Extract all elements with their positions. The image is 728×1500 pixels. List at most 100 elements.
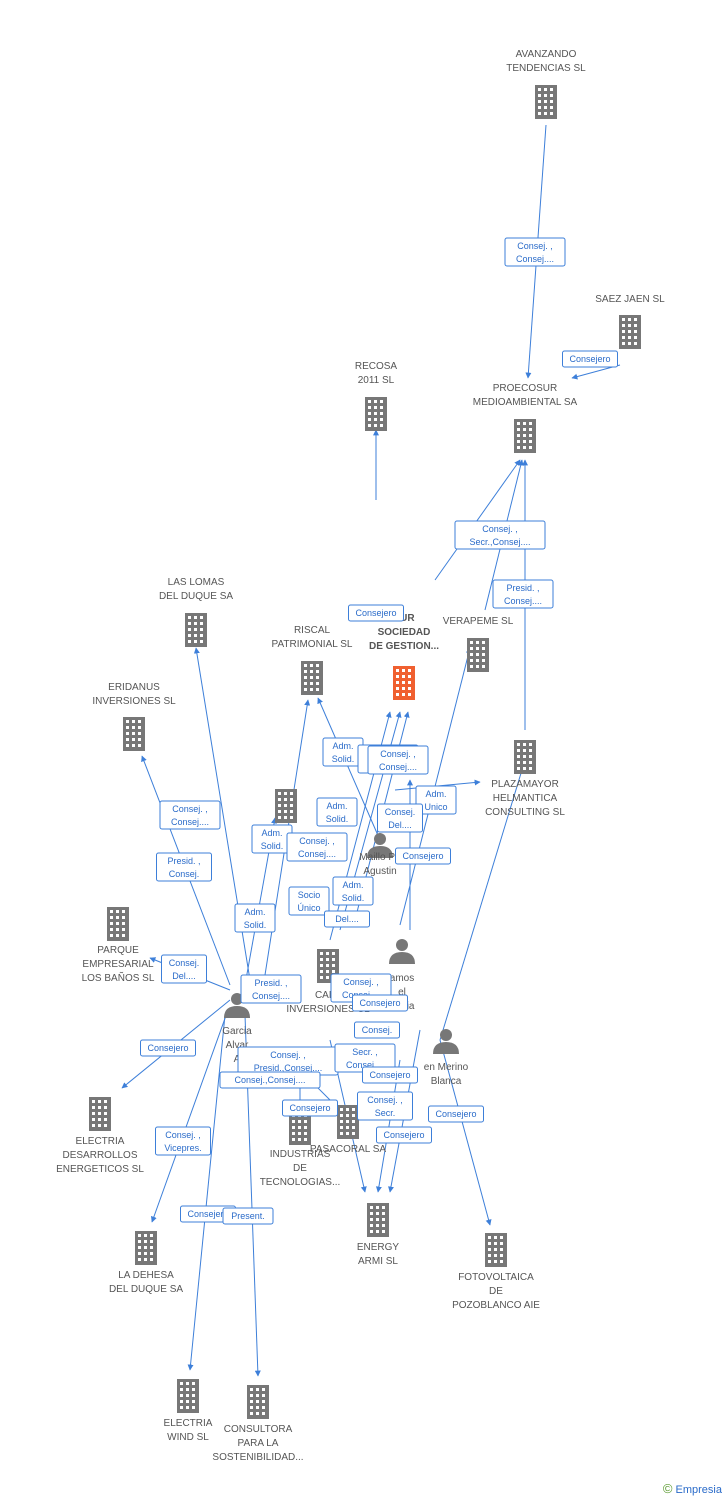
node-label: PROECOSUR xyxy=(493,383,557,394)
role-box[interactable]: Adm.Solid. xyxy=(251,824,293,854)
role-box[interactable]: Consej. ,Consej.... xyxy=(159,800,221,830)
role-box[interactable]: Consej. xyxy=(354,1021,400,1039)
role-box[interactable]: Adm.Solid. xyxy=(332,876,374,906)
role-box[interactable]: Adm.Solid. xyxy=(322,737,364,767)
person-icon xyxy=(433,1029,459,1054)
role-box[interactable]: Consej. ,Consej.... xyxy=(286,832,348,862)
role-box[interactable]: Consejero xyxy=(395,847,451,865)
role-box[interactable]: Consejero xyxy=(282,1099,338,1117)
role-label: Único xyxy=(297,903,320,913)
node-label: ARMI SL xyxy=(358,1256,398,1267)
role-label: Consej.,Consej.... xyxy=(234,1075,305,1085)
node-label: ELECTRIA xyxy=(76,1136,125,1147)
role-box[interactable]: Consej. ,Secr.,Consej.... xyxy=(454,520,546,550)
role-box[interactable]: Consejero xyxy=(362,1066,418,1084)
node-label: DE xyxy=(489,1286,503,1297)
company-node-center[interactable]: SURSOCIEDADDE GESTION... xyxy=(369,613,439,700)
role-label: Presid. , xyxy=(254,978,287,988)
company-node-pasacoral[interactable]: PASACORAL SA xyxy=(310,1105,386,1155)
role-box[interactable]: Consej. ,Consej.... xyxy=(504,237,566,267)
role-box[interactable]: Consejero xyxy=(140,1039,196,1057)
role-box[interactable]: Consej. ,Secr. xyxy=(357,1091,413,1121)
role-label: Del.... xyxy=(172,971,196,981)
role-box[interactable]: Consej. ,Consej.... xyxy=(367,745,429,775)
building-icon xyxy=(365,397,387,431)
company-node-saez[interactable]: SAEZ JAEN SL xyxy=(595,294,665,349)
role-label: Consej. , xyxy=(343,977,379,987)
node-label: A xyxy=(234,1054,241,1065)
role-label: Consejero xyxy=(355,608,396,618)
role-label: Consejero xyxy=(147,1043,188,1053)
role-label: Consej.... xyxy=(298,849,336,859)
role-box[interactable]: Consej.,Consej.... xyxy=(219,1071,321,1089)
node-label: PARQUE xyxy=(97,945,139,956)
node-label: CONSULTORA xyxy=(224,1424,293,1435)
building-icon xyxy=(514,740,536,774)
node-label: TECNOLOGIAS... xyxy=(260,1177,341,1188)
role-box[interactable]: Consej.Del.... xyxy=(161,954,207,984)
role-label: Consej. , xyxy=(172,804,208,814)
role-box[interactable]: Adm.Unico xyxy=(415,785,457,815)
node-label: DEL DUQUE SA xyxy=(109,1284,183,1295)
role-label: Consej. xyxy=(385,807,416,817)
building-icon xyxy=(535,85,557,119)
role-box[interactable]: Present. xyxy=(222,1207,274,1225)
building-icon xyxy=(301,661,323,695)
role-box[interactable]: Consejero xyxy=(376,1126,432,1144)
role-box[interactable]: Consejero xyxy=(428,1105,484,1123)
role-label: Vicepres. xyxy=(164,1143,201,1153)
role-label: Consej. , xyxy=(517,241,553,251)
empresia-footer[interactable]: © Empresia xyxy=(663,1481,722,1496)
node-label: Alvar xyxy=(226,1040,249,1051)
node-label: en Merino xyxy=(424,1062,469,1073)
role-box[interactable]: Consej. ,Presid.,Consej.... xyxy=(237,1046,339,1076)
building-icon xyxy=(619,315,641,349)
role-box[interactable]: Adm.Solid. xyxy=(234,903,276,933)
node-label: PATRIMONIAL SL xyxy=(272,639,353,650)
role-label: Present. xyxy=(231,1211,265,1221)
company-node-dehesa[interactable]: LA DEHESA DEL DUQUE SA xyxy=(109,1231,183,1295)
node-label: PASACORAL SA xyxy=(310,1144,386,1155)
role-box[interactable]: Del.... xyxy=(324,910,370,928)
building-icon xyxy=(177,1379,199,1413)
role-box[interactable]: Consejero xyxy=(352,994,408,1012)
node-label: LA DEHESA xyxy=(118,1270,174,1281)
company-node-verapeme[interactable]: VERAPEME SL xyxy=(443,616,514,672)
node-label: RECOSA xyxy=(355,361,398,372)
node-label: TENDENCIAS SL xyxy=(506,63,586,74)
role-box[interactable]: Consejero xyxy=(562,350,618,368)
role-label: Adm. xyxy=(342,880,363,890)
role-label: Solid. xyxy=(244,920,267,930)
role-label: Consej.... xyxy=(504,596,542,606)
node-label: LOS BAÑOS SL xyxy=(82,971,155,984)
role-label: Unico xyxy=(424,802,447,812)
role-box[interactable]: Consej. ,Vicepres. xyxy=(155,1126,211,1156)
company-node-industrias[interactable]: INDUSTRIASDETECNOLOGIAS... xyxy=(260,1111,341,1188)
role-box[interactable]: Adm.Solid. xyxy=(316,797,358,827)
role-box[interactable]: Consej.Del.... xyxy=(377,803,423,833)
role-box[interactable]: Presid. ,Consej. xyxy=(156,852,212,882)
role-box[interactable]: Consejero xyxy=(348,604,404,622)
role-box[interactable]: Presid. ,Consej.... xyxy=(492,579,554,609)
node-label: POZOBLANCO AIE xyxy=(452,1300,540,1311)
role-box[interactable]: Presid. ,Consej.... xyxy=(240,974,302,1004)
